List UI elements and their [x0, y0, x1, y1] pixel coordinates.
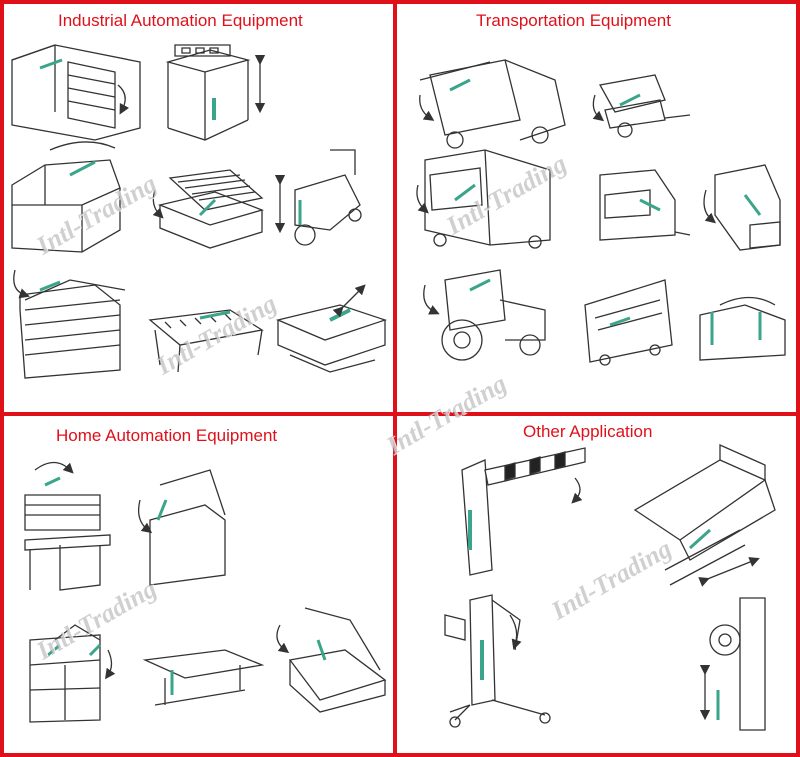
dock-leveler-drawing	[275, 284, 388, 373]
hospital-bed-drawing	[633, 443, 776, 587]
garage-door-drawing	[11, 44, 141, 141]
coach-bus-drawing	[584, 279, 673, 366]
home-title: Home Automation Equipment	[56, 426, 278, 445]
adjustable-desk-shelf-drawing	[24, 461, 111, 591]
conveyor-table-drawing	[148, 309, 264, 373]
vehicle-hatch-drawing	[703, 164, 781, 251]
lift-table-drawing	[142, 649, 265, 706]
bus-rear-drawing	[416, 149, 551, 249]
floor-scrubber-drawing	[274, 149, 362, 246]
car-trunk-drawing	[699, 296, 786, 361]
tractor-drawing	[423, 269, 546, 361]
wall-cabinet-drawing	[29, 624, 116, 723]
workbench-lift-drawing	[165, 44, 266, 141]
other-title: Other Application	[523, 422, 653, 441]
cabinet-drawing	[13, 269, 126, 379]
transportation-title: Transportation Equipment	[476, 11, 671, 30]
display-case-drawing	[11, 141, 121, 253]
solar-tracker-drawing	[699, 597, 766, 731]
storage-bed-drawing	[152, 169, 265, 249]
industrial-title: Industrial Automation Equipment	[58, 11, 303, 30]
parking-barrier-drawing	[461, 447, 586, 576]
dump-trailer-drawing	[592, 74, 691, 138]
kitchen-cabinet-drawing	[137, 469, 226, 586]
patient-lift-drawing	[444, 594, 551, 728]
food-truck-drawing	[419, 59, 566, 149]
camper-trailer-drawing	[599, 169, 691, 241]
roof-hatch-drawing	[276, 607, 387, 713]
